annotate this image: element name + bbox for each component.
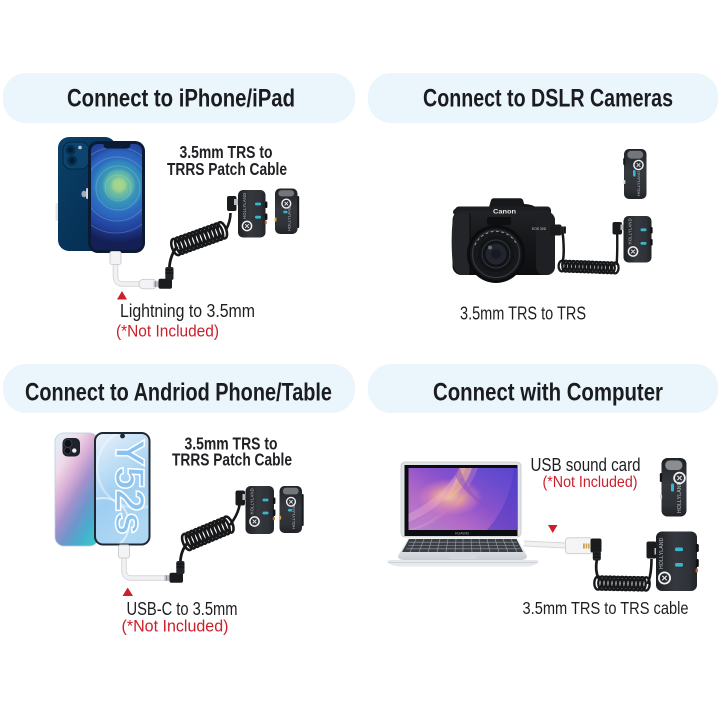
svg-text:HOLLYLAND: HOLLYLAND	[677, 481, 683, 513]
svg-text:3.5mm TRS to TRS cable: 3.5mm TRS to TRS cable	[523, 598, 689, 618]
svg-text:HOLLYLAND: HOLLYLAND	[628, 218, 633, 244]
svg-text:HOLLYLAND: HOLLYLAND	[636, 171, 641, 196]
svg-text:HOLLYLAND: HOLLYLAND	[249, 488, 254, 514]
svg-text:Y52s: Y52s	[107, 439, 153, 535]
svg-text:HOLLYLAND: HOLLYLAND	[242, 193, 247, 219]
svg-text:(*Not Included): (*Not Included)	[116, 323, 219, 341]
svg-text:USB sound card: USB sound card	[531, 455, 641, 475]
svg-text:Connect to DSLR Cameras: Connect to DSLR Cameras	[423, 85, 673, 113]
svg-text:HOLLYLAND: HOLLYLAND	[291, 504, 296, 529]
svg-text:TRRS Patch Cable: TRRS Patch Cable	[167, 159, 287, 179]
svg-text:Connect to iPhone/iPad: Connect to iPhone/iPad	[67, 85, 295, 113]
svg-text:HOLLYLAND: HOLLYLAND	[287, 206, 292, 231]
svg-text:HOLLYLAND: HOLLYLAND	[659, 537, 665, 569]
svg-text:3.5mm TRS to: 3.5mm TRS to	[180, 142, 273, 162]
svg-text:Connect with Computer: Connect with Computer	[433, 379, 663, 407]
svg-text:(*Not Included): (*Not Included)	[543, 474, 638, 491]
svg-text:Canon: Canon	[493, 209, 516, 216]
svg-text:TRRS Patch Cable: TRRS Patch Cable	[172, 450, 292, 470]
svg-text:3.5mm TRS to TRS: 3.5mm TRS to TRS	[460, 304, 586, 324]
svg-text:(*Not Included): (*Not Included)	[122, 618, 229, 636]
svg-text:EOS 30D: EOS 30D	[532, 227, 547, 231]
svg-text:USB-C to 3.5mm: USB-C to 3.5mm	[127, 599, 238, 619]
svg-text:Lightning to 3.5mm: Lightning to 3.5mm	[120, 301, 255, 321]
svg-text:Connect to Andriod Phone/Table: Connect to Andriod Phone/Table	[25, 379, 332, 407]
svg-text:HUAWEI: HUAWEI	[455, 532, 469, 536]
svg-text:3.5mm TRS to: 3.5mm TRS to	[185, 434, 278, 454]
